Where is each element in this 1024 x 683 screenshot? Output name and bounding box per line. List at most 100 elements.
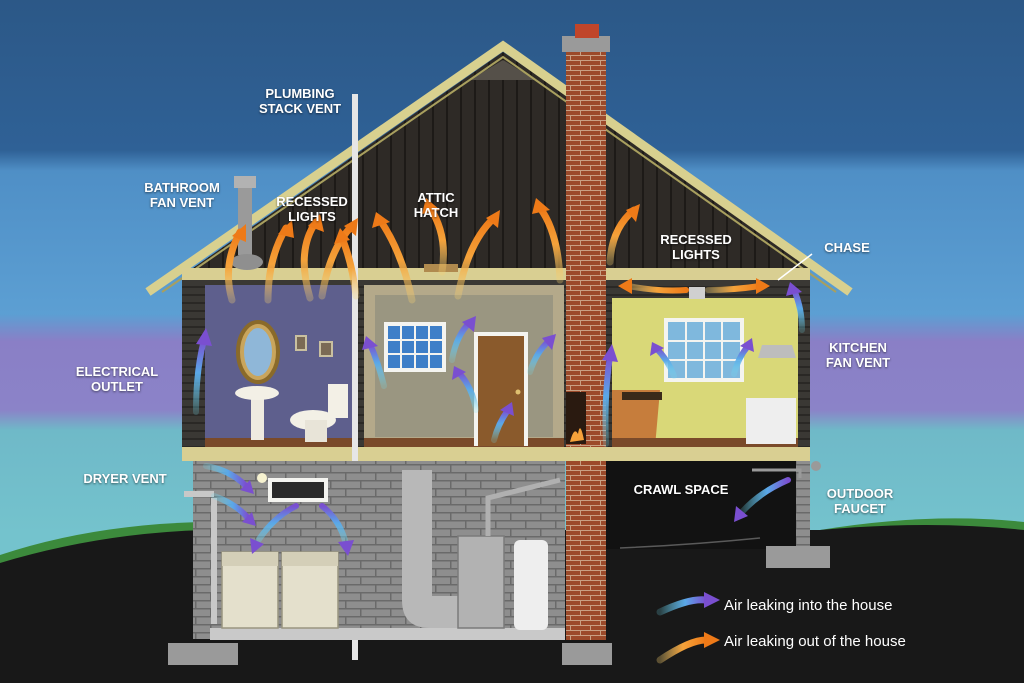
outdoor-faucet — [811, 461, 821, 471]
crawl-pier — [796, 461, 810, 549]
toilet-tank — [328, 384, 348, 418]
chimney — [566, 50, 606, 640]
bathroom-picture-2 — [295, 335, 307, 351]
legend-out-arrowhead — [704, 632, 720, 648]
chase-leader-line — [777, 253, 813, 281]
air-out-arrow — [318, 222, 356, 300]
air-out-arrowhead — [626, 204, 640, 222]
air-out-arrowhead — [532, 198, 550, 214]
air-out-arrowhead — [486, 210, 500, 228]
washer — [221, 551, 279, 629]
label-recessed-lights-left: RECESSED LIGHTS — [276, 194, 348, 224]
label-electrical-outlet: ELECTRICAL OUTLET — [75, 364, 159, 394]
recessed-light-fixture — [689, 287, 705, 299]
legend-air-in-label: Air leaking into the house — [724, 597, 893, 614]
kitchen-wall-patch — [612, 390, 660, 447]
basement-floor — [210, 628, 565, 640]
air-in-arrowhead — [650, 342, 664, 356]
air-out-arrow — [625, 283, 689, 294]
air-out-arrow — [536, 204, 564, 284]
label-kitchen-fan-vent: KITCHEN FAN VENT — [825, 340, 891, 370]
mirror-glass — [244, 328, 272, 376]
air-in-arrowhead — [462, 316, 476, 332]
footing-right — [766, 546, 830, 568]
bathroom-picture — [319, 341, 333, 357]
air-in-arrow — [739, 477, 791, 515]
label-crawl-space: CRAWL SPACE — [633, 482, 729, 497]
air-out-arrow — [224, 228, 244, 304]
basement-window-glass — [272, 482, 324, 498]
legend-out-arrow — [656, 636, 710, 664]
basement-light — [257, 473, 267, 483]
air-in-arrow — [602, 353, 613, 447]
attic-floor — [182, 268, 810, 280]
air-in-arrowhead — [250, 538, 264, 554]
furnace — [457, 535, 505, 629]
footing-left — [168, 643, 238, 665]
air-out-arrowhead — [372, 212, 390, 228]
label-outdoor-faucet: OUTDOOR FAUCET — [826, 486, 894, 516]
label-attic-hatch: ATTIC HATCH — [413, 190, 459, 220]
label-bathroom-fan-vent: BATHROOM FAN VENT — [144, 180, 220, 210]
air-in-arrowhead — [542, 334, 556, 350]
air-out-arrow — [300, 218, 320, 302]
air-in-arrowhead — [602, 344, 618, 362]
air-out-arrowhead — [232, 224, 246, 242]
label-chase: CHASE — [824, 240, 870, 255]
air-out-arrows — [224, 198, 770, 664]
air-out-arrow — [426, 204, 447, 276]
dryer — [281, 551, 339, 629]
air-out-arrow — [338, 234, 360, 300]
water-heater — [514, 540, 548, 630]
air-out-arrowhead — [334, 228, 350, 244]
air-in-arrow — [253, 503, 299, 547]
air-out-arrowhead — [278, 220, 294, 238]
label-dryer-vent: DRYER VENT — [83, 471, 167, 486]
middle-room-floor — [364, 438, 564, 447]
bathroom-vent-cap — [234, 176, 256, 188]
range-hood — [758, 345, 796, 358]
air-in-arrows — [193, 282, 805, 616]
air-in-arrowhead — [240, 480, 254, 494]
furnace-duct — [402, 470, 458, 628]
air-out-arrowhead — [756, 278, 770, 294]
label-plumbing-stack-vent: PLUMBING STACK VENT — [258, 86, 342, 116]
air-out-arrow — [376, 216, 416, 304]
air-out-arrowhead — [618, 278, 632, 294]
air-in-arrowhead — [740, 338, 754, 352]
roof-trim-inner — [161, 55, 837, 293]
air-in-arrowhead — [242, 512, 256, 526]
bathroom-sink — [235, 386, 279, 400]
air-in-arrowhead — [196, 328, 212, 346]
air-in-arrowhead — [786, 282, 802, 296]
legend-in-arrowhead — [704, 592, 720, 608]
fireplace-fire — [570, 428, 584, 442]
main-floor-beam — [182, 447, 810, 461]
attic-vent — [470, 60, 536, 80]
bathroom-sink-pedestal — [251, 395, 264, 440]
middle-window — [384, 322, 446, 372]
legend-air-out-label: Air leaking out of the house — [724, 633, 906, 650]
label-recessed-lights-right: RECESSED LIGHTS — [660, 232, 732, 262]
kitchen-counter — [746, 398, 796, 444]
kitchen-window — [664, 318, 744, 382]
chimney-cap — [562, 36, 610, 52]
toilet-base — [305, 420, 327, 442]
water-pipe — [485, 477, 561, 536]
air-in-arrowhead — [452, 366, 466, 380]
air-in-arrow — [211, 493, 251, 521]
bathroom-fan-housing — [231, 254, 263, 270]
air-in-arrowhead — [734, 506, 748, 522]
air-in-arrowhead — [362, 336, 378, 350]
crawl-space-pipe — [752, 468, 802, 478]
footing-middle — [562, 643, 612, 665]
air-out-arrow — [705, 283, 763, 293]
air-out-arrowhead — [422, 198, 440, 214]
legend-in-arrow — [656, 596, 710, 616]
kitchen-floor — [612, 438, 798, 447]
bathroom-floor — [205, 438, 353, 447]
attic-interior — [193, 52, 820, 268]
air-in-arrowhead — [500, 402, 514, 416]
middle-door — [474, 332, 528, 446]
